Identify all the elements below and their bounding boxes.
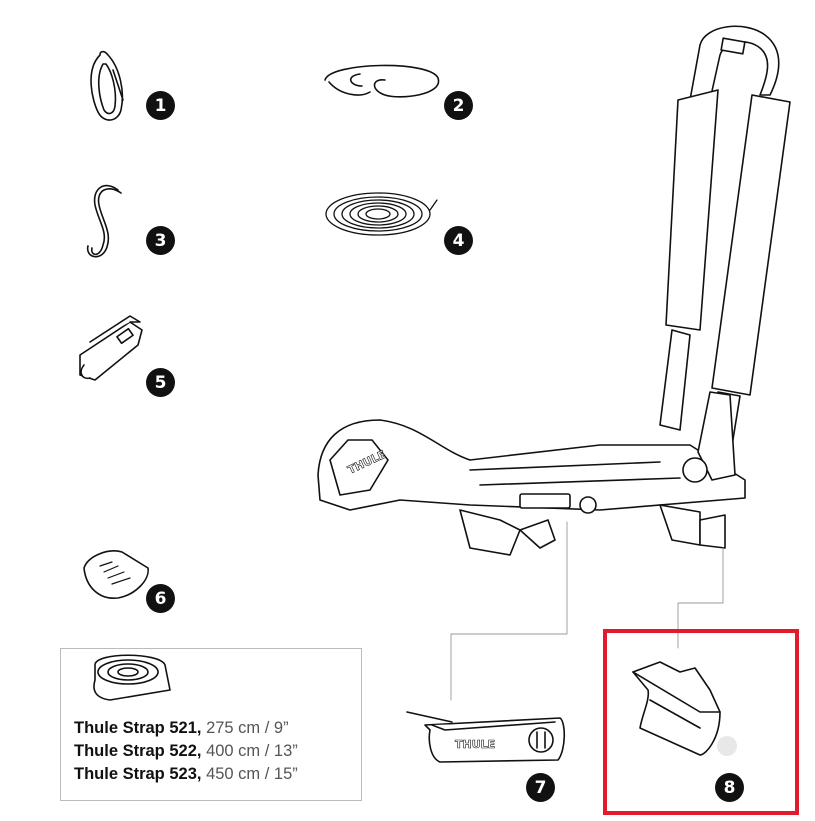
strap-size: 400 cm / 13” xyxy=(206,742,298,760)
strap-name: Thule Strap 523, xyxy=(74,765,202,783)
part-8-highlight-box xyxy=(603,629,799,815)
s-hook-icon xyxy=(86,184,122,258)
buckle-icon xyxy=(79,315,143,381)
carabiner-icon xyxy=(90,50,124,121)
strap-name: Thule Strap 521, xyxy=(74,719,202,737)
strap-info-box: Thule Strap 521, 275 cm / 9” Thule Strap… xyxy=(60,648,362,801)
strap-item: Thule Strap 522, 400 cm / 13” xyxy=(74,740,298,763)
kayak-carrier-icon: THULE xyxy=(317,25,791,556)
strap-size: 450 cm / 15” xyxy=(206,765,298,783)
strap-roll-icon xyxy=(93,654,171,701)
strap-list: Thule Strap 521, 275 cm / 9” Thule Strap… xyxy=(74,717,298,786)
rubber-ring-icon xyxy=(324,64,440,98)
strap-item: Thule Strap 521, 275 cm / 9” xyxy=(74,717,298,740)
part-badge-5: 5 xyxy=(146,368,175,397)
coiled-cord-icon xyxy=(325,192,438,236)
clamp-pad-icon xyxy=(632,661,737,756)
part-badge-2: 2 xyxy=(444,91,473,120)
part-badge-8: 8 xyxy=(715,773,744,802)
part-badge-7: 7 xyxy=(526,773,555,802)
part-badge-6: 6 xyxy=(146,584,175,613)
part-badge-3: 3 xyxy=(146,226,175,255)
end-cap-icon xyxy=(83,550,149,599)
part-badge-1: 1 xyxy=(146,91,175,120)
part-7-logo: THULE xyxy=(455,738,495,751)
part-badge-4: 4 xyxy=(444,226,473,255)
strap-size: 275 cm / 9” xyxy=(206,719,289,737)
strap-item: Thule Strap 523, 450 cm / 15” xyxy=(74,763,298,786)
lock-cover-icon: THULE xyxy=(406,711,566,763)
leader-lines xyxy=(450,521,724,701)
strap-name: Thule Strap 522, xyxy=(74,742,202,760)
